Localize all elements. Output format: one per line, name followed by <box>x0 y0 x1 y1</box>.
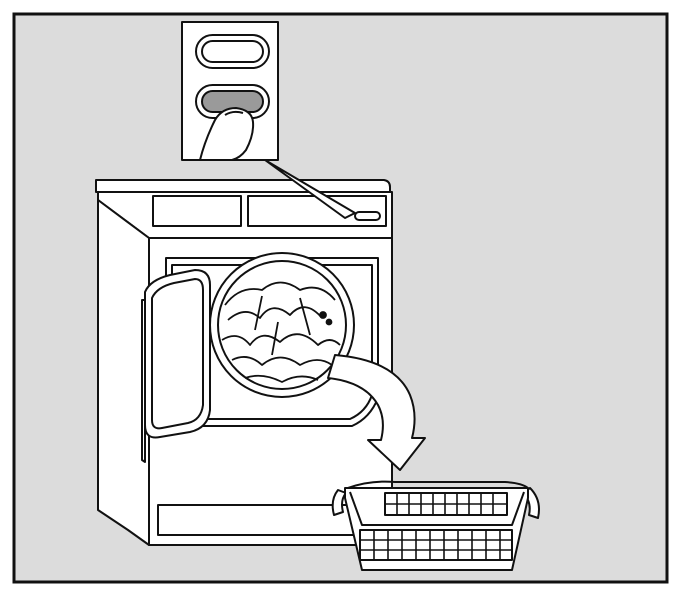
panel-window-left <box>153 196 241 226</box>
button-top-icon <box>196 35 269 68</box>
drum-rim <box>218 261 346 389</box>
laundry-basket-icon <box>333 482 539 570</box>
dryer-top <box>96 180 390 192</box>
door-edge <box>142 300 145 462</box>
panel-button <box>355 212 380 220</box>
basket-grid-lower <box>360 530 512 560</box>
